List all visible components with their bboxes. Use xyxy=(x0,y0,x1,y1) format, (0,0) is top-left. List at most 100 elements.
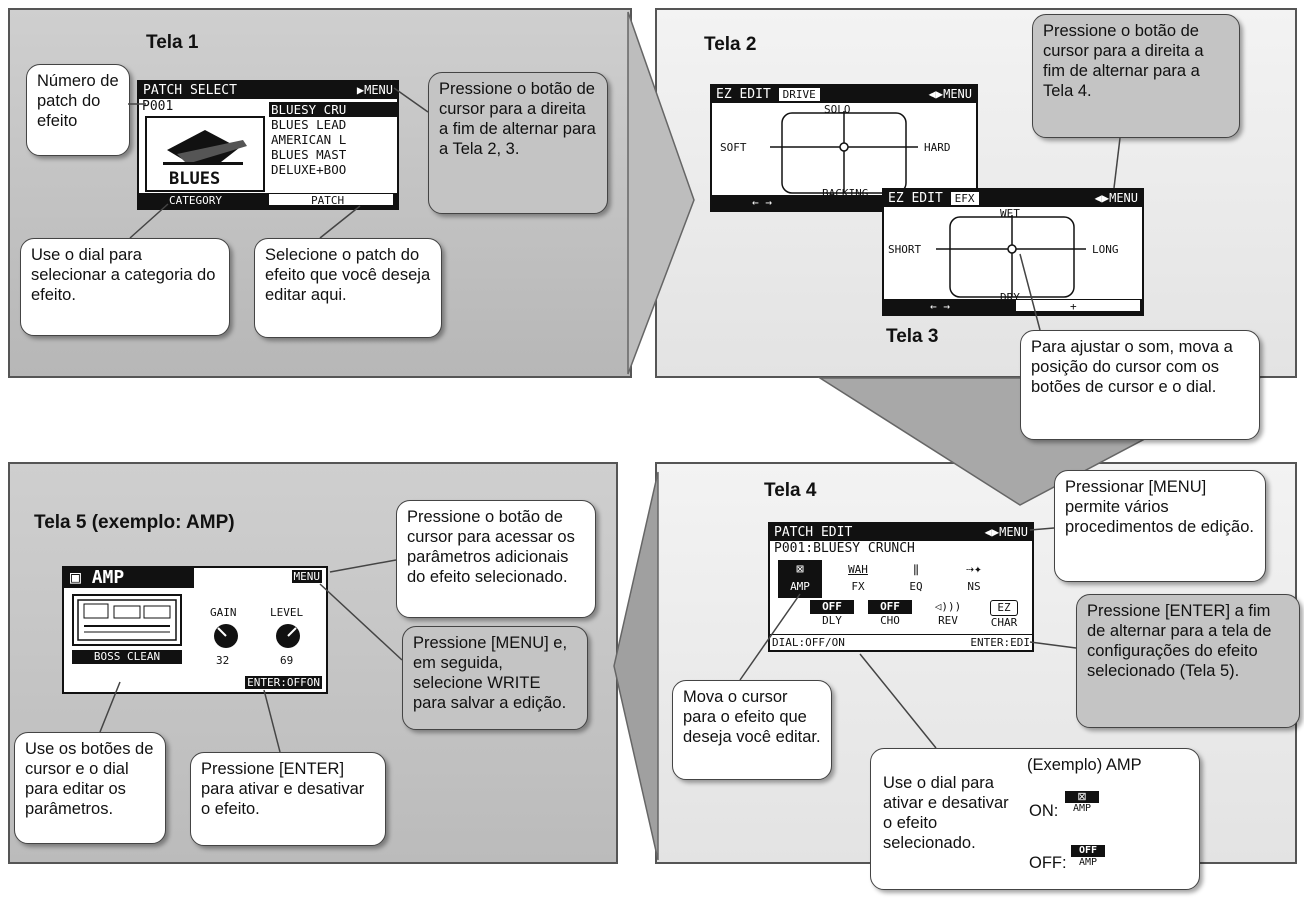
effect-fx[interactable]: WAH FX xyxy=(836,560,880,594)
wah-icon: WAH xyxy=(848,563,868,576)
hat-icon: BLUES xyxy=(163,130,247,189)
off-label: OFF: xyxy=(1029,854,1067,872)
lcd-header-bar: EZ EDIT EFX xyxy=(884,190,1142,207)
effect-label: REV xyxy=(938,614,958,627)
patch-list-item[interactable]: DELUXE+BOO xyxy=(271,162,347,177)
amp-icon: ⊠ xyxy=(796,562,804,577)
callout-adjust-sound: Para ajustar o som, mova a posição do cu… xyxy=(1020,330,1260,440)
amp-type: BOSS CLEAN xyxy=(72,650,182,664)
patch-name: P001:BLUESY CRUNCH xyxy=(774,541,915,556)
callout-move-cursor: Mova o cursor para o efeito que deseja v… xyxy=(672,680,832,780)
effect-label: CHAR xyxy=(990,616,1018,629)
callout-cursor-right-tela2: Pressione o botão de cursor para a direi… xyxy=(1032,14,1240,138)
gain-value: 32 xyxy=(216,654,230,667)
tela-2-title: Tela 2 xyxy=(704,34,757,55)
ns-icon: ⇢✦ xyxy=(966,562,982,577)
effect-label: FX xyxy=(851,580,865,593)
patch-number: P001 xyxy=(142,99,174,114)
grid-right-label: LONG xyxy=(1092,243,1119,256)
effect-char[interactable]: EZ CHAR xyxy=(982,600,1026,630)
tela-3-lcd: EZ EDIT EFX ◀▶MENU WET SHORT LONG DRY ← … xyxy=(882,188,1144,316)
grid-right-label: HARD xyxy=(924,141,951,154)
lcd-header-bar: ▣ AMP xyxy=(64,568,194,588)
on-label: ON: xyxy=(1029,802,1059,820)
grid-bottom-label: DRY xyxy=(1000,291,1020,302)
grid-left-label: SOFT xyxy=(720,141,747,154)
callout-select-patch: Selecione o patch do efeito que você des… xyxy=(254,238,442,338)
effect-cho[interactable]: OFF CHO xyxy=(868,600,912,628)
lcd-header: AMP xyxy=(91,567,125,588)
effect-eq[interactable]: ⫼ EQ xyxy=(894,560,938,594)
lcd-tab: EFX xyxy=(950,192,979,205)
patch-list-item[interactable]: AMERICAN L xyxy=(271,132,347,147)
footer-patch: PATCH xyxy=(311,194,345,207)
lcd-header: EZ EDIT xyxy=(716,87,771,102)
callout-dial-category: Use o dial para selecionar a categoria d… xyxy=(20,238,230,336)
effect-rev[interactable]: ◁))) REV xyxy=(926,600,970,628)
menu-indicator: ◀▶MENU xyxy=(928,87,972,101)
patch-list-item-selected[interactable]: BLUESY CRU xyxy=(269,102,397,117)
effect-label: EQ xyxy=(909,580,923,593)
off-badge: OFF xyxy=(1071,845,1105,857)
menu-label: MENU xyxy=(1109,191,1138,205)
footer-arrows: ← → xyxy=(752,196,772,209)
menu-label: MENU xyxy=(999,525,1028,539)
effect-label: AMP xyxy=(790,580,810,593)
lcd-footer: ENTER:OFFON xyxy=(245,676,322,689)
menu-indicator: MENU xyxy=(291,570,322,583)
callout-menu-edit: Pressionar [MENU] permite vários procedi… xyxy=(1054,470,1266,582)
menu-indicator: ◀▶MENU xyxy=(984,525,1028,539)
level-label: LEVEL xyxy=(270,606,304,619)
lcd-header: EZ EDIT xyxy=(888,191,943,206)
patch-list-item[interactable]: BLUES LEAD xyxy=(271,117,347,132)
footer-plus: + xyxy=(1070,300,1077,313)
callout-patch-number: Número de patch do efeito xyxy=(26,64,130,156)
arrow-tela1-to-tela2 xyxy=(627,11,695,375)
amp-icon: ⊠ xyxy=(1065,791,1099,803)
lcd-header: PATCH SELECT xyxy=(143,83,237,98)
effect-label: CHO xyxy=(880,614,900,627)
menu-label: MENU xyxy=(364,83,393,97)
ez-edit-grid: WET SHORT LONG DRY xyxy=(888,207,1119,302)
grid-left-label: SHORT xyxy=(888,243,921,256)
footer-dial: DIAL:OFF/ON xyxy=(772,636,845,649)
footer-category: CATEGORY xyxy=(169,194,222,207)
eq-icon: ⫼ xyxy=(913,563,919,577)
menu-indicator: ◀▶MENU xyxy=(1094,191,1138,205)
lcd-header: PATCH EDIT xyxy=(774,525,853,540)
lcd-header-bar: PATCH EDIT xyxy=(770,524,1032,541)
lcd-header-bar: PATCH SELECT xyxy=(139,82,397,99)
tela-1-lcd: PATCH SELECT ▶MENU P001 BLUES BLUESY CRU… xyxy=(137,80,399,210)
grid-top-label: WET xyxy=(1000,207,1020,220)
level-value: 69 xyxy=(280,654,294,667)
lcd-footer: DIAL:OFF/ON ENTER:EDI xyxy=(770,634,1032,650)
callout-dial-onoff: Use o dial para ativar e desativar o efe… xyxy=(870,748,1200,890)
effect-ns[interactable]: ⇢✦ NS xyxy=(952,560,996,594)
tela-5-lcd: ▣ AMP MENU GAIN LEVEL 32 69 BOSS CLEAN E… xyxy=(62,566,328,694)
amp-off-icon: OFF AMP xyxy=(1071,845,1105,869)
off-badge: OFF xyxy=(810,600,854,614)
amp-model-icon xyxy=(77,599,177,641)
lcd-footer: CATEGORY PATCH xyxy=(139,193,397,208)
gain-label: GAIN xyxy=(210,606,237,619)
callout-enter-config: Pressione [ENTER] a fim de alternar para… xyxy=(1076,594,1300,728)
knobs xyxy=(214,624,300,648)
dial-onoff-text: Use o dial para ativar e desativar o efe… xyxy=(883,774,1009,852)
rev-icon: ◁))) xyxy=(934,600,962,613)
callout-cursor-dial: Use os botões de cursor e o dial para ed… xyxy=(14,732,166,844)
category-image: BLUES xyxy=(145,116,265,192)
callout-enter-onoff: Pressione [ENTER] para ativar e desativa… xyxy=(190,752,386,846)
effect-dly[interactable]: OFF DLY xyxy=(810,600,854,628)
amp-icon: ▣ xyxy=(70,567,81,588)
callout-cursor-right-tela1: Pressione o botão de cursor para a direi… xyxy=(428,72,608,214)
callout-cursor-params: Pressione o botão de cursor para acessar… xyxy=(396,500,596,618)
lcd-header-bar: EZ EDIT DRIVE xyxy=(712,86,976,103)
patch-list: BLUESY CRU BLUES LEAD AMERICAN L BLUES M… xyxy=(269,102,397,177)
tela-1-title: Tela 1 xyxy=(146,32,199,53)
footer-arrows: ← → xyxy=(930,300,950,313)
callout-menu-write: Pressione [MENU] e, em seguida, selecion… xyxy=(402,626,588,730)
amp-on-icon: ⊠ AMP xyxy=(1065,791,1099,815)
patch-list-item[interactable]: BLUES MAST xyxy=(271,147,347,162)
effect-amp-selected[interactable]: ⊠ AMP xyxy=(778,560,822,598)
amp-text: AMP xyxy=(1072,803,1092,814)
